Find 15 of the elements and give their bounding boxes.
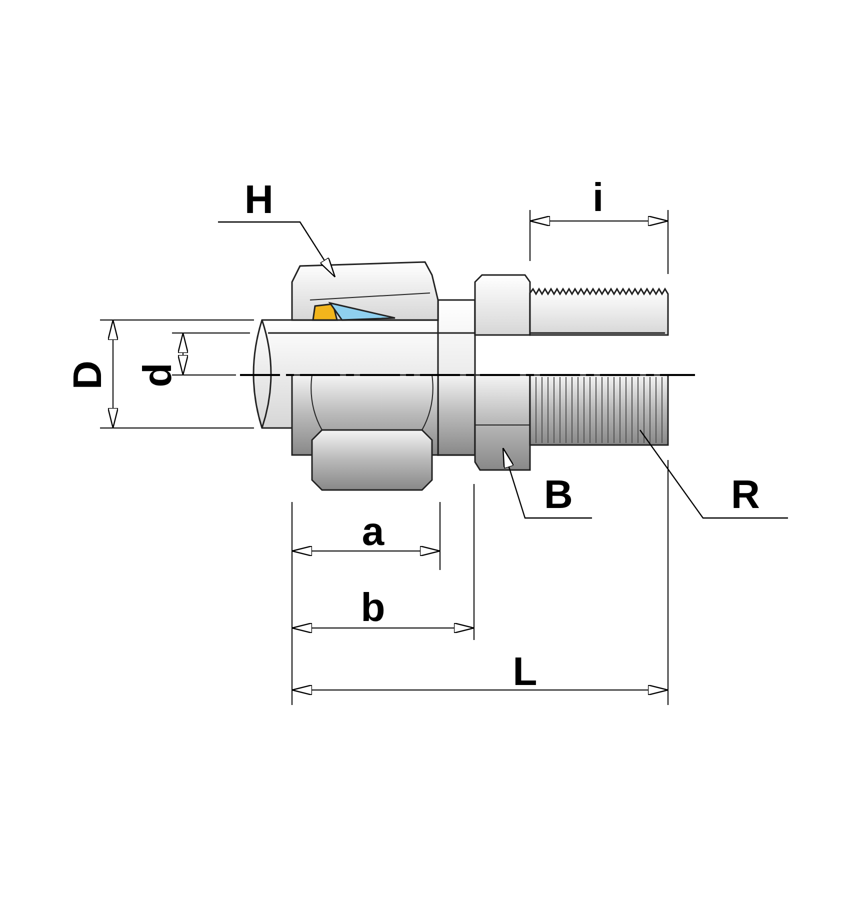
- dimension-label: a: [362, 512, 384, 552]
- threaded-end: [529, 288, 669, 446]
- leader-line: [502, 447, 592, 519]
- leader-line: [640, 430, 788, 519]
- leader-line: [218, 221, 336, 278]
- dimension-label: i: [592, 178, 604, 218]
- dimension-label: d: [138, 362, 178, 388]
- dimension-label: D: [68, 360, 108, 390]
- hex-nut: [291, 261, 439, 491]
- hex-body: [474, 274, 531, 471]
- dimension-label: L: [512, 652, 538, 692]
- callout-letter: R: [731, 475, 760, 515]
- callout-letter: H: [244, 180, 274, 220]
- dimension-label: b: [360, 588, 386, 628]
- callout-letter: B: [544, 475, 573, 515]
